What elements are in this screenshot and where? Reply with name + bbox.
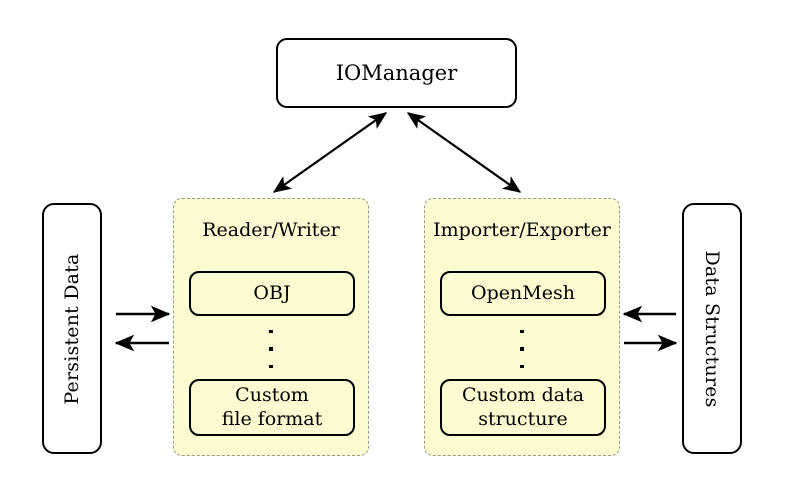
- ellipsis-dot: [520, 330, 524, 334]
- item-custom-data-structure-label: Custom data structure: [462, 384, 584, 430]
- item-custom-file-format-line1: Custom: [235, 384, 309, 407]
- item-obj-label: OBJ: [253, 281, 291, 304]
- group-importer-exporter: Importer/Exporter OpenMesh Custom data s…: [424, 198, 620, 456]
- group-reader-writer-title: Reader/Writer: [202, 219, 340, 241]
- ellipsis-dot: [520, 364, 524, 368]
- ellipsis-dot: [269, 347, 273, 351]
- ellipsis-dot: [269, 330, 273, 334]
- importer-exporter-ellipsis: [425, 327, 619, 371]
- item-custom-file-format-line2: file format: [221, 407, 323, 430]
- item-custom-file-format[interactable]: Custom file format: [189, 379, 355, 436]
- persistent-data-node[interactable]: Persistent Data: [42, 203, 102, 454]
- item-custom-data-structure-line1: Custom data: [461, 384, 585, 407]
- item-openmesh[interactable]: OpenMesh: [440, 271, 606, 316]
- io-manager-node[interactable]: IOManager: [276, 38, 517, 108]
- item-custom-data-structure-line2: structure: [478, 407, 568, 430]
- item-custom-file-format-label: Custom file format: [222, 384, 323, 430]
- group-importer-exporter-title: Importer/Exporter: [433, 219, 611, 241]
- persistent-data-label: Persistent Data: [61, 252, 83, 405]
- ellipsis-dot: [269, 364, 273, 368]
- connector-manager-reader-writer: [272, 112, 388, 193]
- group-reader-writer: Reader/Writer OBJ Custom file format: [173, 198, 369, 456]
- ellipsis-dot: [520, 347, 524, 351]
- reader-writer-ellipsis: [174, 327, 368, 371]
- io-manager-label: IOManager: [335, 60, 458, 85]
- connector-manager-importer-exporter: [406, 112, 522, 193]
- data-structures-label: Data Structures: [701, 249, 723, 408]
- item-openmesh-label: OpenMesh: [471, 281, 575, 304]
- data-structures-node[interactable]: Data Structures: [682, 203, 742, 454]
- item-obj[interactable]: OBJ: [189, 271, 355, 316]
- item-custom-data-structure[interactable]: Custom data structure: [440, 379, 606, 436]
